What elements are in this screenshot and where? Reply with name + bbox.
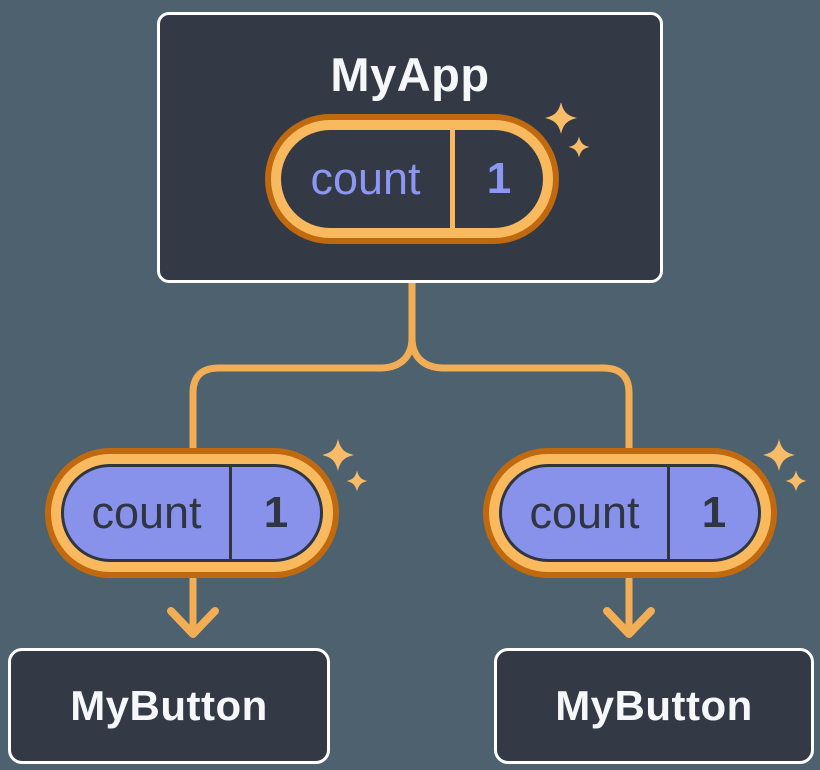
state-pill-body: count 1 <box>281 130 543 228</box>
state-value-label: 1 <box>263 488 289 537</box>
state-pill-ring: count 1 <box>51 454 333 572</box>
node-mybutton-right: MyButton <box>494 648 814 764</box>
state-pill-mybutton-right: count 1 <box>483 448 777 578</box>
state-key-label: count <box>310 153 421 204</box>
state-value-label: 1 <box>701 488 727 537</box>
node-mybutton-left: MyButton <box>8 648 330 764</box>
arrow-down-icon <box>167 607 219 638</box>
state-pill-mybutton-left: count 1 <box>45 448 339 578</box>
state-pill-body: count 1 <box>499 464 761 562</box>
state-key-cell: count <box>64 467 229 559</box>
sparkle-icon <box>322 439 354 471</box>
state-key-cell: count <box>502 467 667 559</box>
node-title: MyApp <box>330 48 490 101</box>
state-key-label: count <box>529 487 640 538</box>
state-value-label: 1 <box>486 154 512 203</box>
state-value-cell: 1 <box>670 467 758 559</box>
sparkle-icon <box>763 439 795 471</box>
arrow-down-icon <box>603 607 655 638</box>
state-key-cell: count <box>281 130 450 228</box>
pill-divider <box>450 130 455 228</box>
state-pill-body: count 1 <box>61 464 323 562</box>
node-title: MyButton <box>555 682 753 729</box>
state-pill-ring: count 1 <box>489 454 771 572</box>
sparkle-icon <box>785 470 807 492</box>
sparkle-icon <box>346 470 368 492</box>
pill-divider <box>667 467 670 559</box>
state-value-cell: 1 <box>232 467 320 559</box>
state-value-cell: 1 <box>455 130 543 228</box>
state-pill-myapp: count 1 <box>265 114 559 244</box>
state-key-label: count <box>91 487 202 538</box>
node-title: MyButton <box>70 682 268 729</box>
node-myapp: MyApp count 1 <box>157 12 663 283</box>
state-pill-ring: count 1 <box>271 120 553 238</box>
